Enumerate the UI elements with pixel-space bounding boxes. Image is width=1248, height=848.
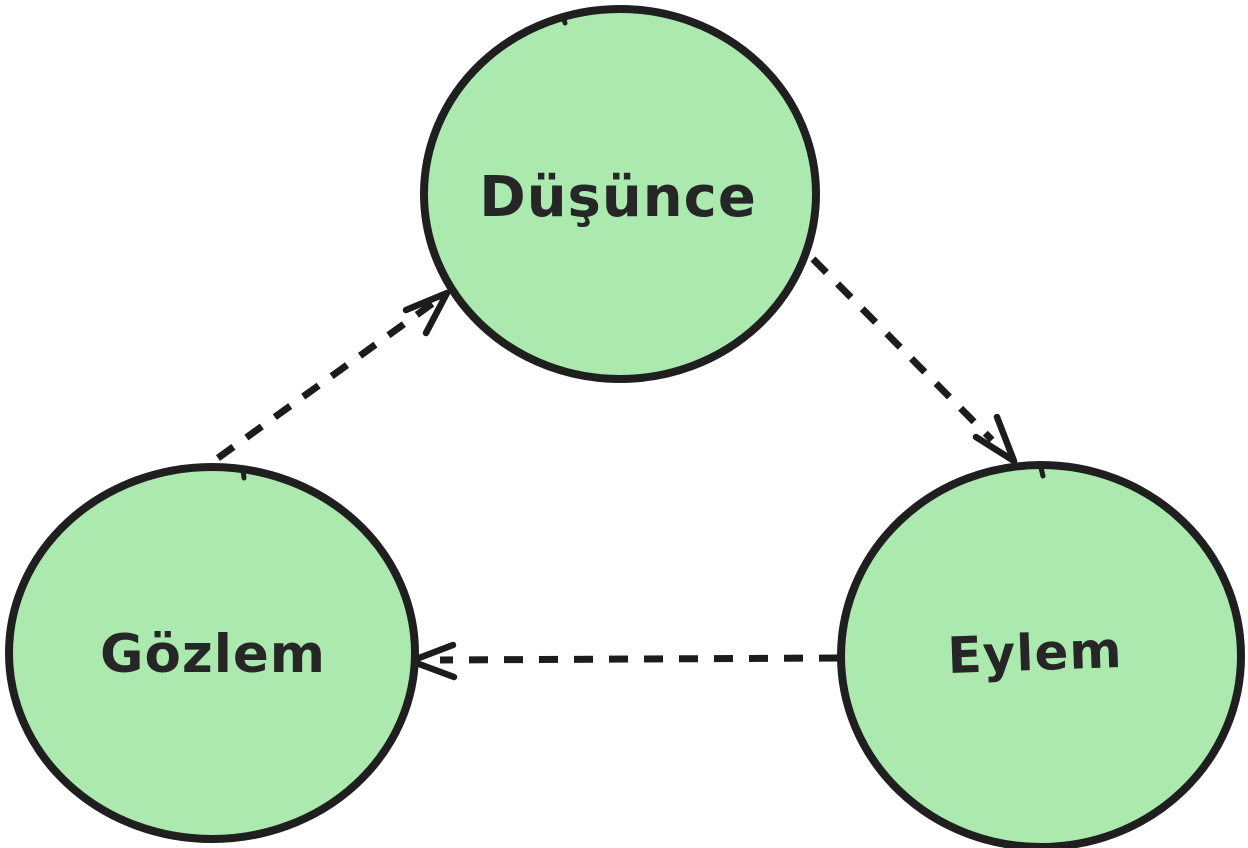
node-label-gozlem: Gözlem xyxy=(100,624,326,685)
edge-line-dashed xyxy=(810,256,995,443)
node-label-eylem: Eylem xyxy=(947,621,1124,685)
edge-gozlem-to-dusunce xyxy=(215,289,451,461)
node-circle xyxy=(420,5,820,383)
edge-dusunce-to-eylem xyxy=(810,256,1018,465)
node-eylem: Eylem xyxy=(837,461,1245,848)
sketch-marks xyxy=(240,13,1046,481)
sketch-tick-icon xyxy=(1038,465,1046,479)
node-gozlem: Gözlem xyxy=(5,463,419,843)
sketch-tick-icon xyxy=(240,467,247,481)
edge-line-dashed xyxy=(215,298,439,461)
sketch-tick-icon xyxy=(560,13,568,26)
arrowhead-icon xyxy=(972,413,1018,465)
edge-eylem-to-gozlem xyxy=(407,641,839,681)
node-dusunce: Düşünce xyxy=(420,5,820,383)
arrowhead-icon xyxy=(402,289,451,337)
node-circle xyxy=(837,461,1245,848)
node-circle xyxy=(5,463,419,843)
node-group: Düşünce Gözlem Eylem xyxy=(5,5,1245,848)
edge-line-dashed xyxy=(439,654,839,664)
node-label-dusunce: Düşünce xyxy=(479,165,757,230)
